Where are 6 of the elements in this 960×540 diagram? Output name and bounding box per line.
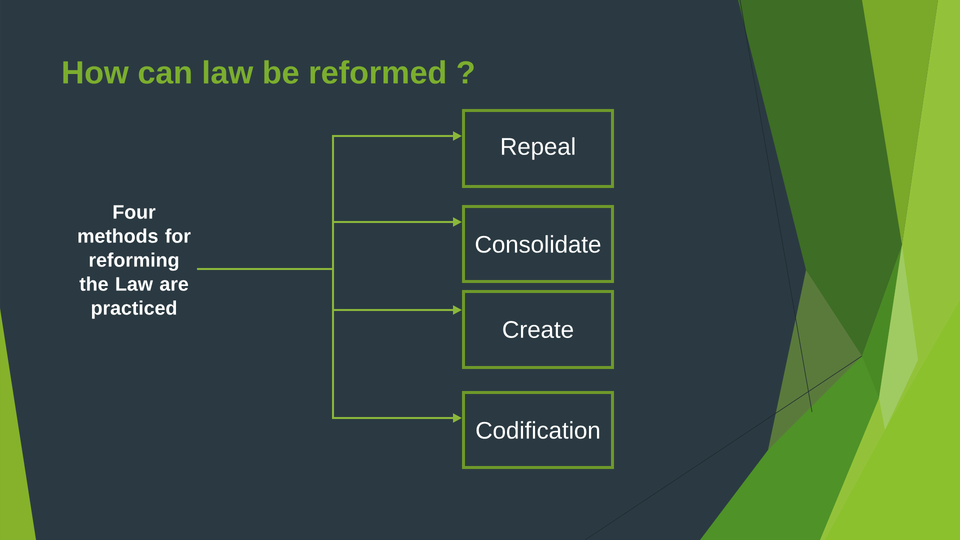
method-box: Create [462,290,614,369]
slide-title: How can law be reformed ? [63,60,474,84]
method-box: Consolidate [462,205,614,283]
method-box: Repeal [462,109,614,188]
method-box: Codification [462,391,614,469]
text-label: Four methods for reforming the Law are practiced [78,205,191,319]
